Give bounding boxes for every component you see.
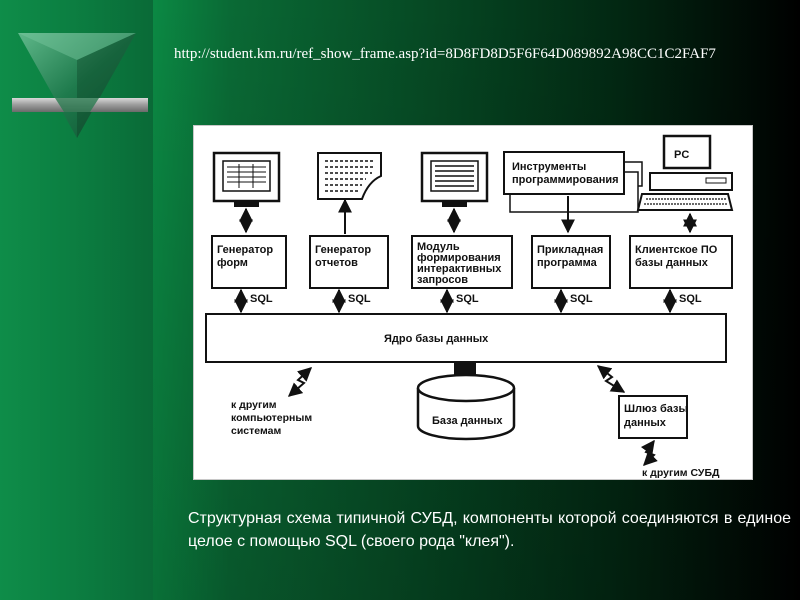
other-systems-line-1: к другим xyxy=(231,399,277,411)
other-dbms-label: к другим СУБД xyxy=(642,467,720,479)
monitor-query-icon xyxy=(420,151,489,207)
link-other-systems xyxy=(287,367,313,397)
source-url[interactable]: http://student.km.ru/ref_show_frame.asp?… xyxy=(174,46,716,62)
interactive-query-line-1: Модуль xyxy=(417,241,460,253)
sql-label-3: SQL xyxy=(456,293,479,305)
pc-workstation-icon: PC xyxy=(636,134,734,211)
gateway-box xyxy=(618,395,688,439)
report-document-icon xyxy=(317,152,382,200)
application-line-1: Прикладная xyxy=(537,244,603,256)
sql-label-1: SQL xyxy=(250,293,273,305)
link-gateway xyxy=(596,365,626,393)
module-client-software: Клиентское ПО базы данных xyxy=(629,235,733,289)
sql-label-4: SQL xyxy=(570,293,593,305)
db-core-label: Ядро базы данных xyxy=(384,333,489,345)
form-generator-line-1: Генератор xyxy=(217,244,273,256)
link-other-dbms xyxy=(640,439,658,466)
report-generator-line-1: Генератор xyxy=(315,244,371,256)
interactive-query-line-4: запросов xyxy=(417,274,468,286)
report-generator-line-2: отчетов xyxy=(315,257,358,269)
programming-tools-box: Инструменты программирования xyxy=(503,151,643,213)
database-cylinder-icon: База данных xyxy=(416,373,516,441)
module-interactive-query: Модуль формирования интерактивных запрос… xyxy=(411,235,513,289)
gateway-line-1: Шлюз базы xyxy=(624,403,688,415)
other-systems-line-2: компьютерным xyxy=(231,412,312,424)
sql-label-2: SQL xyxy=(348,293,371,305)
monitor-forms-icon xyxy=(212,151,281,207)
module-application: Прикладная программа xyxy=(531,235,611,289)
application-line-2: программа xyxy=(537,257,598,269)
interactive-query-line-2: формирования xyxy=(417,252,501,264)
dbms-structure-diagram: Инструменты программирования PC Генерато… xyxy=(193,125,753,480)
slide-caption: Структурная схема типичной СУБД, компоне… xyxy=(188,510,791,550)
form-generator-line-2: форм xyxy=(217,257,248,269)
pc-label: PC xyxy=(674,149,689,161)
sql-label-5: SQL xyxy=(679,293,702,305)
database-label: База данных xyxy=(432,415,503,427)
interactive-query-line-3: интерактивных xyxy=(417,263,502,275)
client-software-line-1: Клиентское ПО xyxy=(635,244,718,256)
diagram-canvas: Инструменты программирования PC Генерато… xyxy=(205,134,734,479)
gateway-line-2: данных xyxy=(624,417,667,429)
tools-box-line-1: Инструменты xyxy=(512,161,586,173)
db-core-box xyxy=(205,313,727,363)
tools-box-line-2: программирования xyxy=(512,174,619,186)
triangle-logo-icon xyxy=(12,33,148,138)
module-form-generator: Генератор форм xyxy=(211,235,287,289)
client-software-line-2: базы данных xyxy=(635,257,709,269)
module-report-generator: Генератор отчетов xyxy=(309,235,389,289)
other-systems-line-3: системам xyxy=(231,425,281,437)
